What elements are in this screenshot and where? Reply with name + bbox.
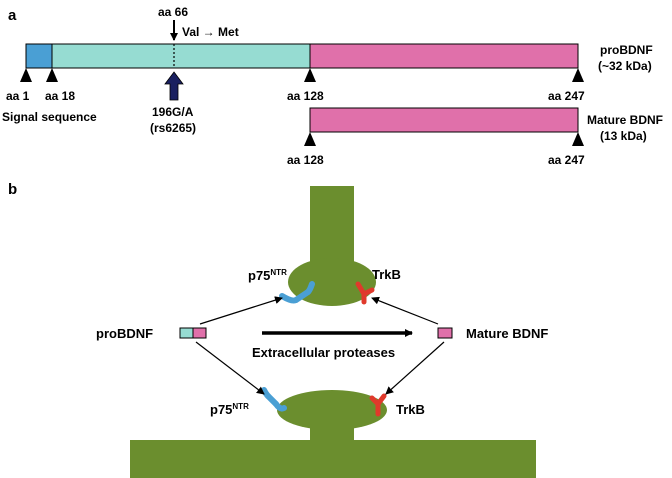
probdnf-bar bbox=[25, 43, 579, 69]
p75-label-bottom: p75NTR bbox=[210, 402, 249, 417]
p75-receptor-bottom-icon bbox=[261, 387, 287, 412]
protease-label: Extracellular proteases bbox=[252, 345, 395, 360]
marker-aa247-icon bbox=[572, 68, 584, 82]
mature-segment bbox=[309, 43, 579, 69]
variant-arrow-icon bbox=[164, 71, 184, 101]
marker-aa128-bottom-icon bbox=[304, 132, 316, 146]
marker-aa18-label: aa 18 bbox=[45, 89, 75, 103]
signal-segment bbox=[25, 43, 53, 69]
trkb-label-top: TrkB bbox=[372, 267, 401, 282]
panel-a-label: a bbox=[8, 7, 17, 24]
panel-b-label: b bbox=[8, 181, 17, 198]
probdnf-to-p75-bottom-arrow bbox=[195, 341, 265, 395]
p75-label-top: p75NTR bbox=[248, 268, 287, 283]
mature-bdnf-size-label: (13 kDa) bbox=[600, 129, 647, 143]
mature-bdnf-molecule-icon bbox=[437, 327, 453, 339]
trkb-receptor-bottom-icon bbox=[369, 393, 387, 417]
marker-aa128-icon bbox=[304, 68, 316, 82]
probdnf-label: proBDNF bbox=[600, 43, 653, 57]
probdnf-b-label: proBDNF bbox=[96, 326, 153, 341]
marker-aa128-bottom-label: aa 128 bbox=[287, 153, 324, 167]
mature-to-trkb-bottom-arrow bbox=[385, 341, 445, 395]
trkb-label-bottom: TrkB bbox=[396, 402, 425, 417]
p75-receptor-top-icon bbox=[279, 281, 315, 304]
mutation-position-label: aa 66 bbox=[158, 5, 188, 19]
mature-bdnf-label: Mature BDNF bbox=[587, 113, 663, 127]
trkb-receptor-top-icon bbox=[355, 281, 375, 305]
marker-aa247-label: aa 247 bbox=[548, 89, 585, 103]
mature-bdnf-b-label: Mature BDNF bbox=[466, 326, 548, 341]
marker-aa18-icon bbox=[46, 68, 58, 82]
mature-bdnf-bar bbox=[309, 107, 579, 133]
probdnf-molecule-icon bbox=[179, 327, 207, 339]
probdnf-to-p75-top-arrow bbox=[199, 296, 283, 325]
marker-aa1-icon bbox=[20, 68, 32, 82]
signal-sequence-label: Signal sequence bbox=[2, 110, 97, 124]
pro-domain-segment bbox=[51, 43, 311, 69]
marker-aa247-bottom-label: aa 247 bbox=[548, 153, 585, 167]
probdnf-size-label: (~32 kDa) bbox=[598, 59, 652, 73]
postsynaptic-neuron bbox=[130, 390, 536, 478]
marker-aa128-label: aa 128 bbox=[287, 89, 324, 103]
variant-name-label: 196G/A bbox=[152, 105, 194, 119]
mutation-change-label: Val → Met bbox=[182, 25, 239, 39]
variant-id-label: (rs6265) bbox=[150, 121, 196, 135]
marker-aa1-label: aa 1 bbox=[6, 89, 30, 103]
marker-aa247-bottom-icon bbox=[572, 132, 584, 146]
mature-to-trkb-top-arrow bbox=[371, 296, 439, 325]
